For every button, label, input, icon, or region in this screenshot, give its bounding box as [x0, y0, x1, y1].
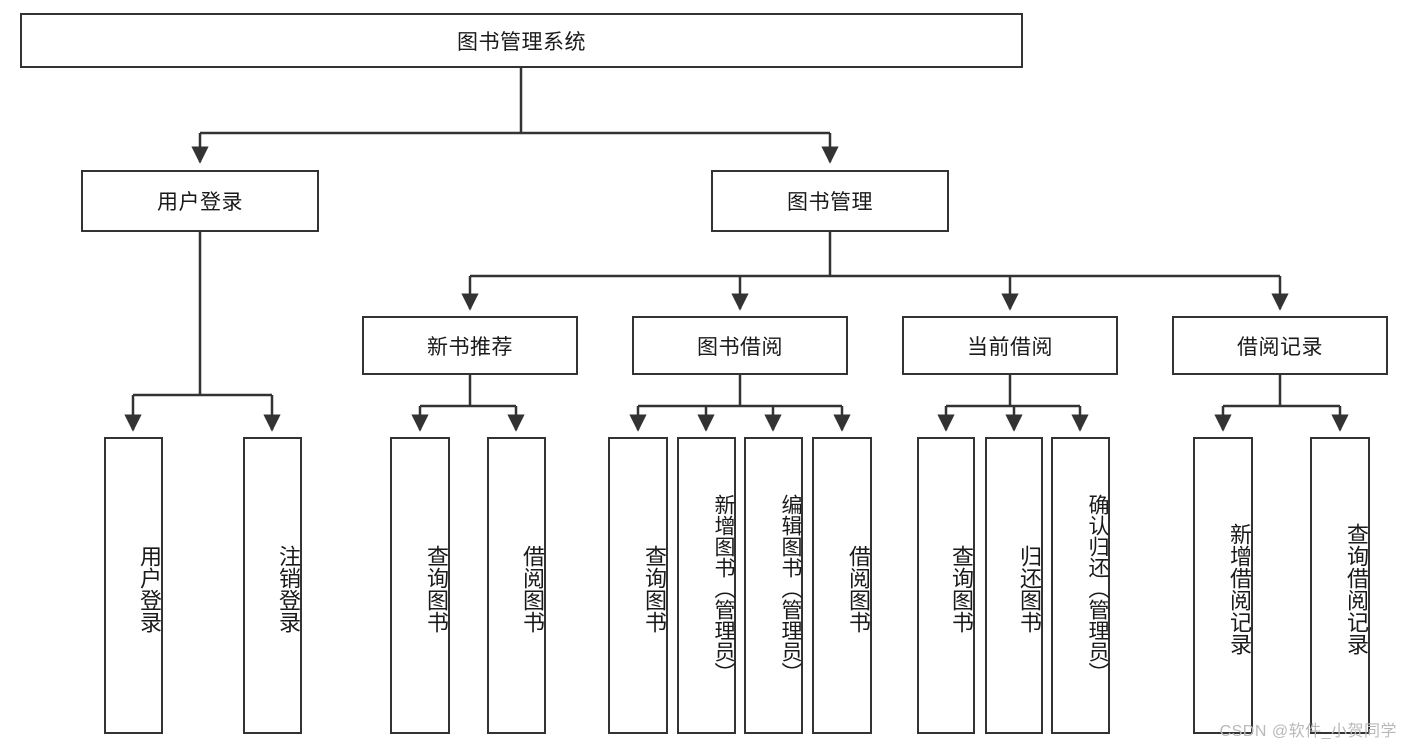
leaf-new-book-borrow-book[interactable]: 借阅图书 [487, 437, 546, 734]
node-user-login[interactable]: 用户登录 [81, 170, 319, 232]
node-current-borrow[interactable]: 当前借阅 [902, 316, 1118, 375]
leaf-current-borrow-confirm-return-admin[interactable]: 确认归还（管理员） [1051, 437, 1110, 734]
leaf-user-login-signout[interactable]: 注销登录 [243, 437, 302, 734]
node-book-management[interactable]: 图书管理 [711, 170, 949, 232]
leaf-book-borrow-edit-book-admin[interactable]: 编辑图书（管理员） [744, 437, 803, 734]
leaf-new-book-query-book[interactable]: 查询图书 [390, 437, 450, 734]
node-borrow-record[interactable]: 借阅记录 [1172, 316, 1388, 375]
node-book-borrow[interactable]: 图书借阅 [632, 316, 848, 375]
leaf-borrow-record-add-record[interactable]: 新增借阅记录 [1193, 437, 1253, 734]
leaf-current-borrow-return-book[interactable]: 归还图书 [985, 437, 1043, 734]
leaf-book-borrow-query-book[interactable]: 查询图书 [608, 437, 668, 734]
leaf-book-borrow-borrow-book[interactable]: 借阅图书 [812, 437, 872, 734]
node-root-book-management-system[interactable]: 图书管理系统 [20, 13, 1023, 68]
leaf-user-login-signin[interactable]: 用户登录 [104, 437, 163, 734]
leaf-book-borrow-add-book-admin[interactable]: 新增图书（管理员） [677, 437, 736, 734]
node-new-book-recommend[interactable]: 新书推荐 [362, 316, 578, 375]
leaf-borrow-record-query-record[interactable]: 查询借阅记录 [1310, 437, 1370, 734]
leaf-current-borrow-query-book[interactable]: 查询图书 [917, 437, 975, 734]
